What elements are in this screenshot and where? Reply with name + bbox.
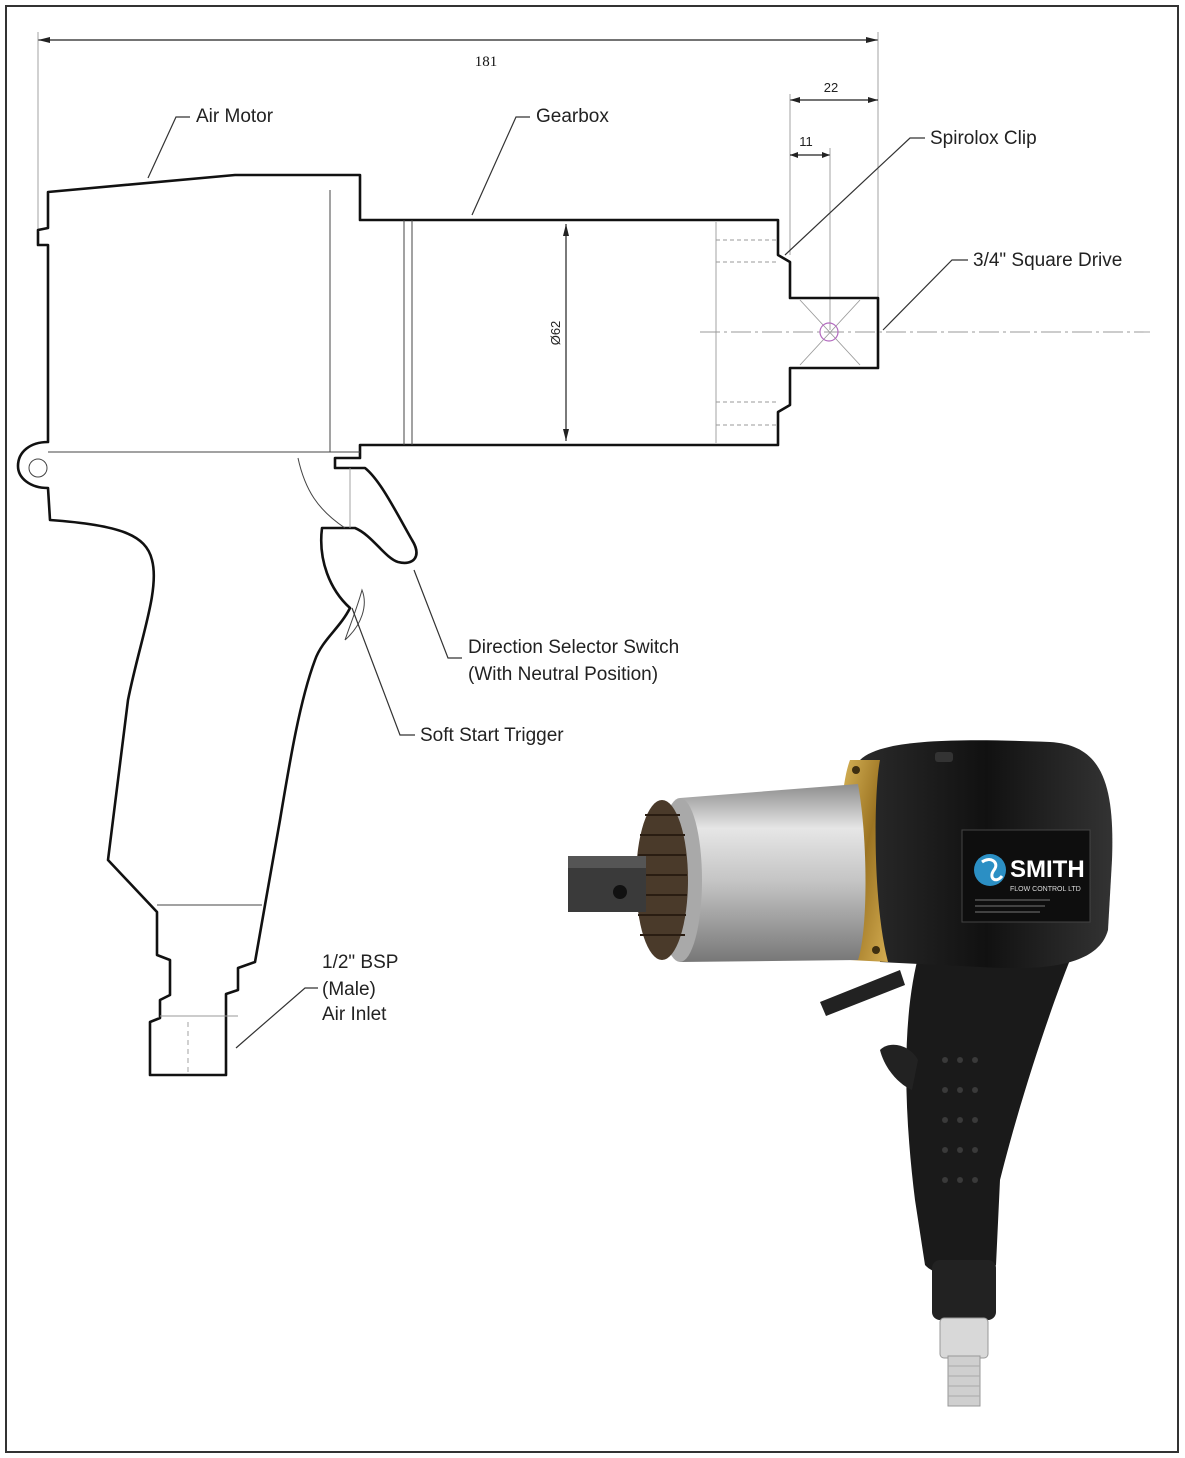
photo-gearbox xyxy=(680,784,866,962)
gearbox-label: Gearbox xyxy=(536,106,609,127)
drive-offset-dimension: 22 xyxy=(789,80,878,255)
drive-offset-label: 22 xyxy=(824,80,838,95)
square-drive-label: 3/4" Square Drive xyxy=(973,250,1122,271)
air-motor-label: Air Motor xyxy=(196,106,274,127)
direction-switch-label-line1: Direction Selector Switch xyxy=(468,637,679,658)
page-number: 181 xyxy=(475,54,498,70)
photo-brand-name: SMITH xyxy=(1010,856,1085,883)
product-photo: SMITH FLOW CONTROL LTD xyxy=(568,740,1113,1407)
air-inlet-label-line1: 1/2" BSP xyxy=(322,952,398,973)
photo-brand-sub: FLOW CONTROL LTD xyxy=(1010,886,1081,893)
photo-grip xyxy=(906,950,1070,1278)
tool-outline xyxy=(16,173,1150,1077)
photo-trigger xyxy=(880,1044,918,1090)
air-inlet-label-line2: (Male) xyxy=(322,979,376,1000)
body-diameter-label: Ø62 xyxy=(548,321,563,346)
clip-offset-dimension: 11 xyxy=(790,134,831,330)
photo-selector-switch xyxy=(820,970,905,1016)
overall-length-dimension xyxy=(37,32,879,300)
soft-start-trigger-label: Soft Start Trigger xyxy=(420,725,564,746)
body-diameter-dimension: Ø62 xyxy=(548,224,569,441)
clip-offset-label: 11 xyxy=(799,134,813,149)
direction-switch-label-line2: (With Neutral Position) xyxy=(468,664,658,685)
page-border xyxy=(5,5,1179,1453)
leader-lines xyxy=(147,116,968,1049)
air-inlet-label-line3: Air Inlet xyxy=(322,1004,387,1025)
photo-reaction-spline xyxy=(636,800,688,960)
spirolox-clip-label: Spirolox Clip xyxy=(930,128,1037,149)
